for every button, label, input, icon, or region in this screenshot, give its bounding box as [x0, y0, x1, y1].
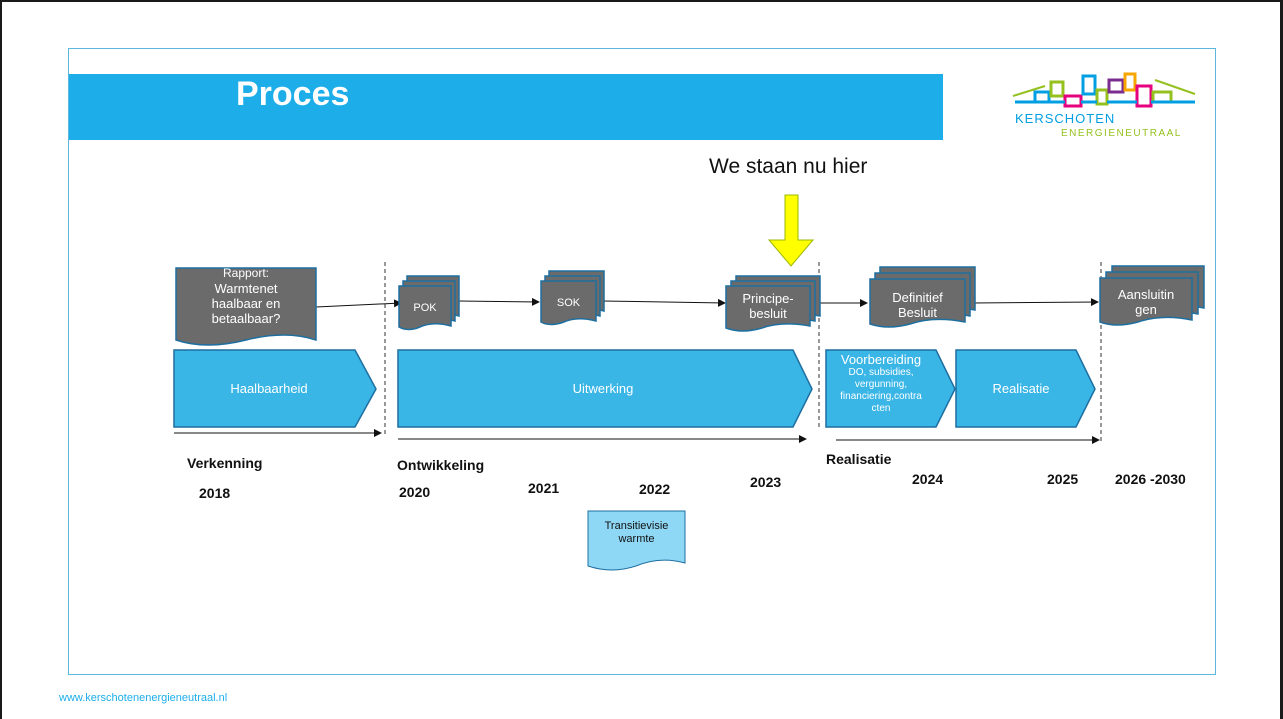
doc-definitief-besluit-line: Definitief: [892, 290, 943, 305]
doc-rapport: [175, 267, 317, 346]
logo-line2: ENERGIENEUTRAAL: [1061, 128, 1182, 139]
doc-sok-label: SOK: [541, 297, 596, 310]
year-label: 2022: [639, 481, 671, 497]
title-bar: [69, 74, 943, 140]
year-label: 2018: [199, 485, 231, 501]
year-label: 2020: [399, 484, 431, 500]
here-arrow: [767, 194, 815, 267]
doc-pok-label: POK: [399, 302, 451, 315]
frame-right-border: [1280, 0, 1283, 719]
logo-graphic: [1012, 72, 1196, 108]
phase-haalbaarheid-line: Haalbaarheid: [230, 381, 308, 396]
transitievisie-line: warmte: [618, 533, 655, 545]
doc-definitief-besluit-line: Besluit: [897, 305, 938, 320]
phase-voorbereiding-line: financiering,contra: [840, 391, 922, 402]
phase-realisatie-line: Realisatie: [992, 381, 1050, 396]
doc-principebesluit-line: Principe-: [742, 291, 794, 306]
phase-voorbereiding-line: cten: [871, 403, 891, 414]
doc-definitief-besluit-label: Definitief Besluit: [870, 290, 965, 320]
frame-top-border: [0, 0, 1283, 2]
phase-uitwerking-shape: [397, 349, 813, 428]
transitievisie-label: Transitievisie warmte: [588, 520, 685, 546]
year-label: 2025: [1047, 471, 1079, 487]
doc-pok: [398, 275, 460, 331]
footer-url[interactable]: www.kerschotenenergieneutraal.nl: [59, 692, 228, 704]
phase-voorbereiding-line: DO, subsidies,: [848, 367, 914, 378]
doc-sok: [540, 270, 605, 326]
year-label: 2026 -2030: [1115, 471, 1186, 487]
stage-verkenning: Verkenning: [187, 455, 263, 471]
doc-rapport-label: Rapport: Warmtenet haalbaar en betaalbaa…: [176, 266, 316, 326]
kerschoten-logo: KERSCHOTEN ENERGIENEUTRAAL: [1012, 72, 1196, 139]
phase-voorbereiding-line: Voorbereiding: [840, 352, 922, 367]
doc-pok-line: POK: [413, 302, 437, 314]
frame-left-border: [0, 0, 2, 719]
phase-haalbaarheid-label: Haalbaarheid: [174, 381, 364, 396]
doc-aansluitingen-label: Aansluitin gen: [1100, 287, 1192, 317]
doc-rapport-line: Warmtenet: [214, 281, 278, 296]
phase-uitwerking-line: Uitwerking: [572, 381, 634, 396]
slide-title: Proces: [236, 75, 350, 113]
connector-lines: [315, 297, 1099, 308]
doc-principebesluit-label: Principe- besluit: [726, 291, 810, 321]
doc-definitief-besluit: [869, 266, 976, 328]
here-label: We staan nu hier: [709, 155, 868, 178]
logo-line1: KERSCHOTEN: [1015, 111, 1115, 126]
stage-realisatie: Realisatie: [826, 451, 892, 467]
stage-ontwikkeling: Ontwikkeling: [397, 457, 485, 473]
doc-principebesluit: [725, 275, 821, 332]
doc-rapport-line: haalbaar en: [211, 296, 281, 311]
doc-transitievisie: [587, 510, 686, 571]
year-label: 2021: [528, 480, 560, 496]
year-label: 2024: [912, 471, 944, 487]
transitievisie-line: Transitievisie: [604, 520, 669, 532]
phase-voorbereiding-label: Voorbereiding DO, subsidies, vergunning,…: [824, 352, 938, 415]
doc-rapport-line: Rapport:: [222, 266, 270, 280]
doc-aansluitingen-line: gen: [1135, 302, 1157, 317]
doc-rapport-line: betaalbaar?: [211, 311, 281, 326]
doc-sok-line: SOK: [556, 297, 581, 309]
doc-aansluitingen-line: Aansluitin: [1117, 287, 1175, 302]
phase-voorbereiding-shape: [825, 349, 956, 428]
doc-aansluitingen: [1099, 265, 1205, 326]
phase-realisatie-shape: [955, 349, 1096, 428]
phase-uitwerking-label: Uitwerking: [398, 381, 808, 396]
year-label: 2023: [750, 474, 782, 490]
content-border: [68, 48, 1216, 675]
phase-voorbereiding-line: vergunning,: [854, 379, 908, 390]
doc-principebesluit-line: besluit: [749, 306, 787, 321]
phase-haalbaarheid-shape: [173, 349, 377, 428]
phase-realisatie-label: Realisatie: [956, 381, 1086, 396]
